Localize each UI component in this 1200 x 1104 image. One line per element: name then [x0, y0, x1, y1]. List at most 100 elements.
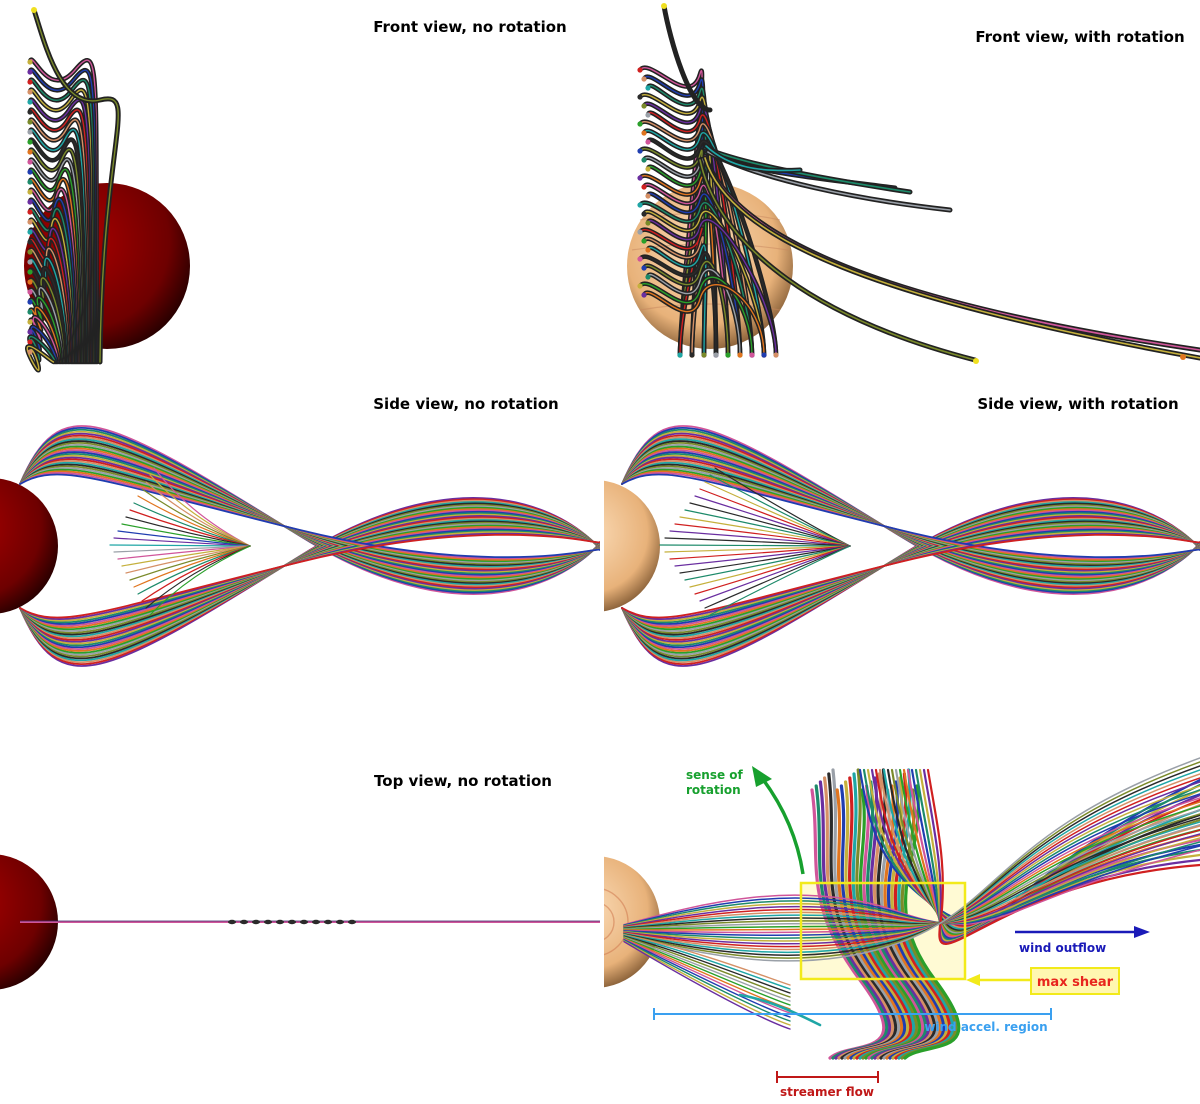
- field-line: [623, 939, 791, 1018]
- field-line: [133, 545, 251, 588]
- field-line-footpoint: [27, 329, 33, 335]
- streamer-cusp-marker: [324, 919, 332, 925]
- field-line-footpoint: [27, 169, 33, 175]
- field-line: [918, 768, 1200, 943]
- field-line: [149, 545, 251, 616]
- field-line-footpoint: [641, 292, 647, 298]
- field-line: [674, 545, 851, 567]
- field-line-footpoint: [641, 130, 647, 136]
- field-line-footpoint: [645, 247, 651, 253]
- field-line-footpoint: [27, 299, 33, 305]
- field-line-footpoint: [637, 148, 643, 154]
- field-line: [125, 516, 251, 547]
- field-line: [109, 544, 251, 547]
- field-line: [661, 3, 713, 113]
- max-shear-pointer-head-icon: [966, 974, 980, 986]
- field-line: [639, 148, 703, 356]
- panel-title: Front view, no rotation: [373, 18, 566, 36]
- field-line-footpoint: [27, 179, 33, 185]
- streamer-cusp-marker: [348, 919, 356, 925]
- field-line: [623, 936, 791, 998]
- field-line: [647, 193, 741, 356]
- field-line: [623, 785, 1200, 942]
- field-line: [704, 481, 851, 547]
- streamer-cusp-marker: [300, 919, 308, 925]
- field-line: [623, 940, 791, 1030]
- field-line-footpoint: [27, 349, 33, 355]
- field-line: [643, 130, 765, 356]
- field-line: [623, 829, 1200, 928]
- field-line: [623, 801, 1200, 931]
- field-line: [623, 940, 791, 1026]
- max-shear-label-box: [1030, 967, 1120, 995]
- field-line: [709, 474, 851, 547]
- field-line: [714, 467, 851, 547]
- field-line-footpoint: [737, 352, 743, 358]
- field-line: [623, 837, 1200, 927]
- field-line: [141, 488, 251, 547]
- field-line: [623, 793, 1200, 937]
- field-line-footpoint: [761, 352, 767, 358]
- field-line-footpoint: [713, 352, 719, 358]
- field-line: [153, 467, 251, 547]
- field-line-footpoint: [27, 79, 33, 85]
- max-shear-label: max shear: [1037, 975, 1114, 990]
- field-line-footpoint: [27, 189, 33, 195]
- field-line-footpoint: [641, 157, 647, 163]
- field-line: [694, 545, 851, 595]
- field-line: [669, 530, 851, 547]
- field-line-footpoint: [641, 76, 647, 82]
- field-line-footpoint: [27, 199, 33, 205]
- field-line: [117, 530, 251, 547]
- streamer-cusp-marker: [288, 919, 296, 925]
- field-line: [647, 219, 777, 356]
- field-line-footpoint: [637, 94, 643, 100]
- field-line: [133, 502, 251, 547]
- field-line-footpoint: [637, 283, 643, 289]
- field-line: [19, 533, 600, 619]
- field-line: [621, 473, 1200, 559]
- field-line-footpoint: [749, 352, 755, 358]
- field-line: [623, 937, 791, 1006]
- field-line-footpoint: [973, 358, 979, 364]
- wind-accel-region-label: wind accel. region: [924, 1020, 1047, 1034]
- field-line: [669, 545, 851, 560]
- field-line: [704, 157, 1200, 359]
- field-line: [623, 936, 791, 1002]
- field-line: [623, 825, 1200, 929]
- field-line: [684, 545, 851, 581]
- field-line-footpoint: [645, 139, 651, 145]
- field-line: [623, 797, 1200, 934]
- field-line: [699, 488, 851, 547]
- field-line-footpoint: [27, 219, 33, 225]
- field-line: [623, 781, 1200, 945]
- field-line: [659, 544, 851, 547]
- panel-title: Front view, with rotation: [975, 28, 1184, 46]
- field-line: [623, 833, 1200, 928]
- wind-outflow-arrow-head-icon: [1134, 926, 1150, 938]
- field-line-footpoint: [637, 256, 643, 262]
- field-line-footpoint: [27, 339, 33, 345]
- field-line: [674, 523, 851, 547]
- field-line: [149, 474, 251, 547]
- field-line-footpoint: [645, 193, 651, 199]
- field-line-footpoint: [1180, 354, 1186, 360]
- field-line-bundle: [637, 3, 1200, 364]
- field-line-footpoint: [27, 119, 33, 125]
- field-line-footpoint: [645, 166, 651, 172]
- rotation-arrow: [760, 776, 805, 875]
- field-line-footpoint: [645, 274, 651, 280]
- field-line-footpoint: [641, 103, 647, 109]
- field-line: [623, 938, 791, 1014]
- streamer-cusp-marker: [312, 919, 320, 925]
- field-line: [679, 545, 851, 574]
- field-line: [639, 121, 753, 356]
- field-line-footpoint: [637, 202, 643, 208]
- field-line: [117, 545, 251, 560]
- field-line: [639, 252, 717, 356]
- field-line-footpoint: [27, 209, 33, 215]
- field-line: [623, 934, 791, 990]
- star-sphere: [0, 478, 58, 614]
- field-line-bundle: [19, 425, 600, 667]
